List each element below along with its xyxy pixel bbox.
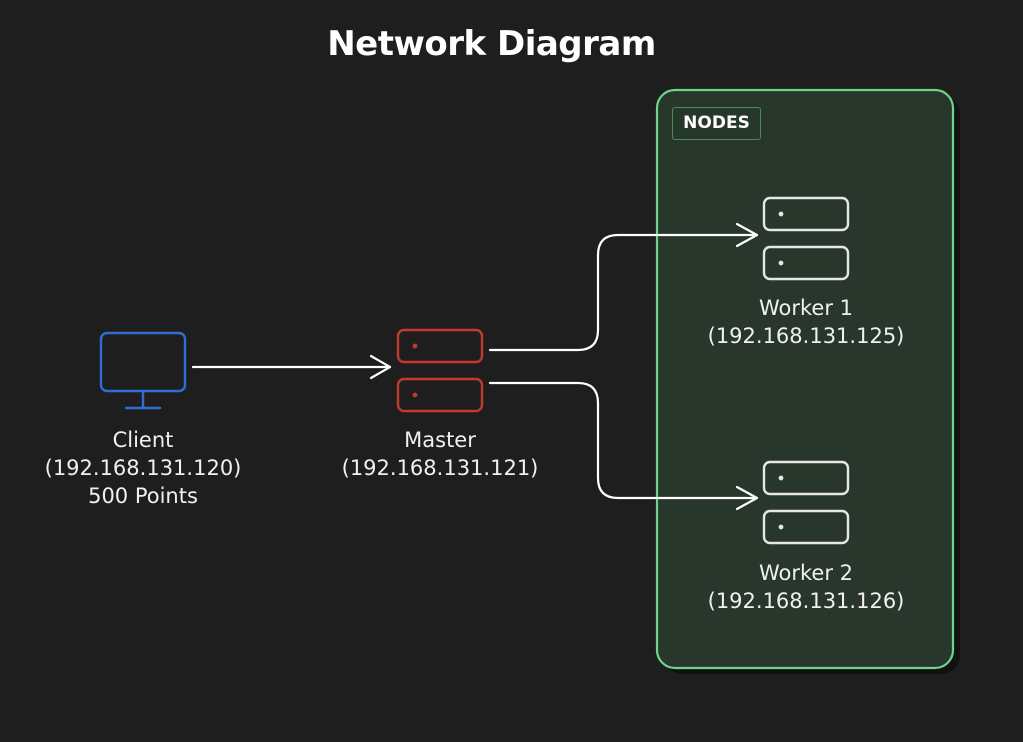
worker2-server-led-top — [778, 475, 784, 481]
worker1-label: Worker 1 (192.168.131.125) — [686, 294, 926, 350]
server-icon — [762, 460, 850, 545]
worker1-server-unit-top — [762, 196, 850, 232]
worker1-server-led-bottom — [778, 260, 784, 266]
worker2-ip: (192.168.131.126) — [707, 589, 905, 613]
master-server-led-top — [412, 343, 418, 349]
arrow-master-to-worker2 — [488, 381, 759, 511]
arrow-master-to-worker1 — [488, 222, 759, 352]
worker1-server-unit-bottom — [762, 245, 850, 281]
master-name: Master — [404, 428, 476, 452]
master-server-unit-top — [396, 328, 484, 364]
worker2-server-unit-bottom — [762, 509, 850, 545]
master-server-unit-bottom — [396, 377, 484, 413]
worker2-server-led-bottom — [778, 524, 784, 530]
monitor-icon — [99, 331, 187, 410]
worker1-name: Worker 1 — [758, 296, 854, 320]
worker2-name: Worker 2 — [758, 561, 854, 585]
arrow-client-to-master — [191, 354, 392, 380]
nodes-group-label: NODES — [672, 107, 761, 140]
monitor-screen — [99, 331, 187, 393]
page-title: Network Diagram — [327, 24, 656, 64]
client-name: Client — [112, 428, 174, 452]
client-label: Client (192.168.131.120) 500 Points — [23, 426, 263, 510]
worker1-server-led-top — [778, 211, 784, 217]
worker2-server-unit-top — [762, 460, 850, 496]
master-ip: (192.168.131.121) — [341, 456, 539, 480]
worker1-ip: (192.168.131.125) — [707, 324, 905, 348]
server-icon — [396, 328, 484, 413]
master-label: Master (192.168.131.121) — [320, 426, 560, 482]
server-icon — [762, 196, 850, 281]
worker2-label: Worker 2 (192.168.131.126) — [686, 559, 926, 615]
client-ip: (192.168.131.120) — [44, 456, 242, 480]
master-server-led-bottom — [412, 392, 418, 398]
client-points: 500 Points — [88, 484, 198, 508]
